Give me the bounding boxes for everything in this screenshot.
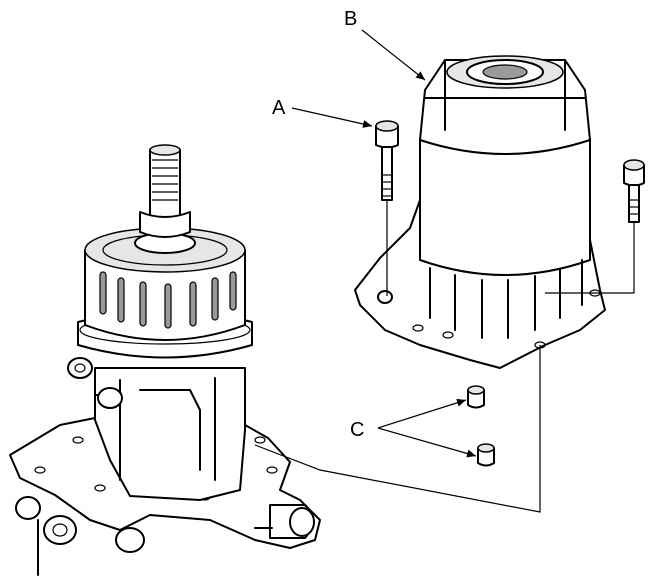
case-bottom-fittings xyxy=(15,496,315,576)
dowel-pin-upper xyxy=(467,385,485,409)
dowel-pin-lower xyxy=(477,443,495,467)
case-boss-front xyxy=(97,387,123,409)
housing-cylinder xyxy=(419,139,591,276)
shaft-splines xyxy=(152,159,178,201)
case-boss-left xyxy=(67,357,93,379)
callout-c-label: C xyxy=(350,419,364,441)
flange-bolt-holes xyxy=(34,436,278,501)
callout-leaders xyxy=(291,29,477,458)
transmission-case-assembly xyxy=(9,144,321,576)
bolt-a xyxy=(375,120,399,201)
callout-a-label: A xyxy=(272,97,286,119)
alignment-lines xyxy=(254,200,635,513)
housing-ribs xyxy=(429,259,583,339)
case-lower-housing xyxy=(94,367,246,501)
callout-b-label: B xyxy=(344,8,357,30)
bolt-right xyxy=(623,159,645,223)
housing-flange-holes xyxy=(377,289,601,349)
extension-housing xyxy=(354,55,606,369)
clutch-drum-slots xyxy=(99,271,237,329)
